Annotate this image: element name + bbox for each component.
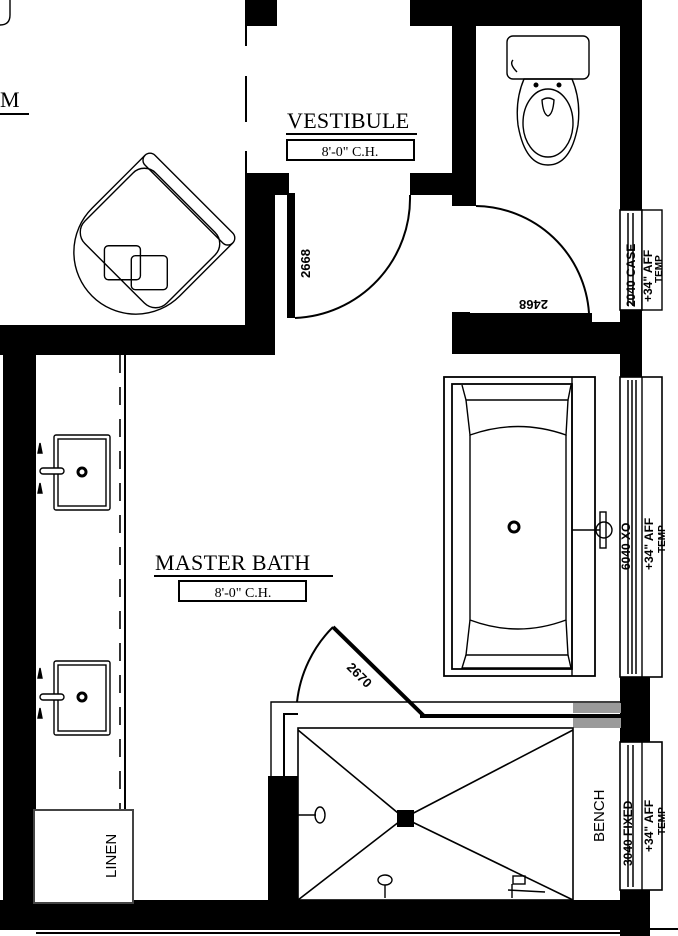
- wall-segment: [245, 173, 289, 195]
- toilet-door[interactable]: 2468: [470, 205, 592, 322]
- master-bath-label: MASTER BATH: [155, 550, 311, 575]
- bathtub-icon: [443, 376, 613, 677]
- shower-head-icon: [298, 806, 326, 824]
- door-leaf: [331, 625, 426, 718]
- wall-segment: [0, 900, 650, 930]
- toilet-window-type: 2040 CASE: [624, 244, 638, 307]
- slope-line: [403, 817, 574, 901]
- ceiling-height-box: [286, 139, 415, 161]
- toilet-icon: [506, 35, 590, 166]
- shower-window[interactable]: 3040 FIXED +34" AFF TEMP: [619, 741, 668, 891]
- slope-line: [297, 817, 405, 901]
- slope-line: [403, 729, 574, 819]
- tub-window-type: 6040 XO: [619, 523, 633, 570]
- window-frame: [619, 741, 663, 891]
- linen-label: LINEN: [103, 834, 120, 878]
- wall-segment: [452, 322, 642, 354]
- glass-block: [573, 703, 621, 713]
- drain-icon: [397, 810, 414, 827]
- door-swing-arc: [294, 194, 412, 319]
- furniture-edge: [0, 0, 11, 26]
- window-frame: [619, 376, 663, 678]
- wall-segment: [620, 305, 642, 377]
- vestibule-door-tag: 2668: [298, 249, 313, 278]
- wall-segment: [245, 0, 277, 26]
- wall-segment: [245, 173, 275, 355]
- shower-curb-inner: [283, 713, 298, 776]
- toilet-window-note: TEMP: [654, 255, 665, 283]
- bench-label: BENCH: [591, 789, 608, 842]
- linen-box: [33, 809, 134, 904]
- toilet-window-height: +34" AFF: [641, 250, 655, 302]
- sink-icon: [37, 434, 111, 511]
- master-bath-ceiling-height: 8'-0" C.H.: [215, 586, 272, 601]
- left-room-label: M: [0, 87, 20, 112]
- wall-segment: [620, 677, 650, 742]
- tub-window-note: TEMP: [657, 525, 668, 553]
- wall-segment: [0, 325, 275, 355]
- wall-segment: [410, 0, 640, 26]
- window-label-box: [641, 209, 663, 311]
- shower-valve-icon: [377, 874, 393, 898]
- tub-window-height: +34" AFF: [642, 518, 656, 570]
- wall-segment: [268, 776, 298, 906]
- shower-enclosure: BENCH: [270, 701, 621, 901]
- glass-block: [573, 718, 621, 728]
- wall-segment: [620, 0, 642, 215]
- linen-cabinet[interactable]: LINEN: [33, 809, 134, 904]
- hand-shower-icon: [507, 875, 546, 898]
- ceiling-height-box: [178, 580, 307, 602]
- shower-window-note: TEMP: [657, 807, 668, 835]
- door-swing-arc: [296, 626, 334, 703]
- tub-window[interactable]: 6040 XO +34" AFF TEMP: [619, 376, 668, 678]
- wall-segment: [3, 340, 36, 900]
- vestibule-door[interactable]: 2668: [287, 193, 412, 319]
- vestibule-label: VESTIBULE: [287, 108, 409, 133]
- slope-line: [297, 729, 405, 819]
- shower-window-type: 3040 FIXED: [621, 800, 635, 866]
- door-leaf: [287, 193, 295, 318]
- walls: [0, 0, 650, 936]
- toilet-door-tag: 2468: [519, 297, 548, 312]
- door-leaf: [470, 313, 592, 322]
- vanity-counter: [119, 355, 126, 810]
- toilet-window[interactable]: 2040 CASE +34" AFF TEMP: [619, 209, 665, 311]
- shower-floor: [297, 727, 574, 901]
- shower-curb-outer: [270, 701, 620, 776]
- door-swing-arc: [475, 205, 590, 314]
- shower-window-height: +34" AFF: [642, 800, 656, 852]
- vestibule-ceiling-height: 8'-0" C.H.: [322, 145, 379, 160]
- armchair-icon: [73, 152, 236, 315]
- wall-segment: [410, 173, 476, 195]
- wall-segment: [452, 312, 470, 332]
- sink-icon: [37, 660, 111, 736]
